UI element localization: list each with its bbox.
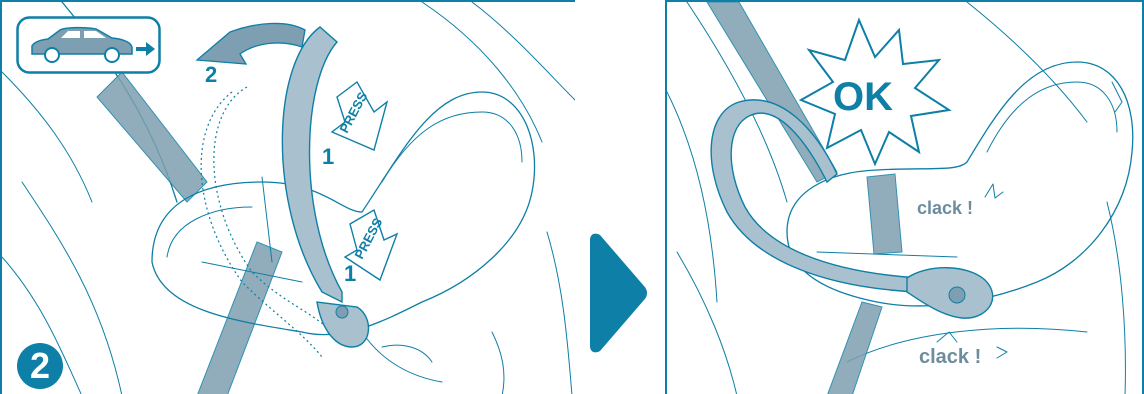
seat-line xyxy=(472,2,575,102)
seat-line xyxy=(2,72,92,202)
right-panel-step-ok: OK clack ! clack ! xyxy=(665,0,1144,394)
seat-line xyxy=(667,92,717,302)
rotate-step-number: 2 xyxy=(205,62,217,87)
ok-label: OK xyxy=(833,75,893,119)
play-triangle-icon xyxy=(584,232,650,354)
clack-spark-icon xyxy=(985,184,1003,198)
handle-lock-button xyxy=(949,287,965,303)
handle-release-button xyxy=(336,306,348,318)
clack-label-upper: clack ! xyxy=(917,198,973,218)
clack-spark-icon xyxy=(937,332,957,342)
clack-label-lower: clack ! xyxy=(919,346,981,368)
carrier-shell-detail xyxy=(167,207,252,257)
rotate-arrow-icon xyxy=(197,23,305,64)
carrier-canopy-detail xyxy=(987,82,1117,152)
hand-outline xyxy=(362,332,442,382)
press-step-number: 1 xyxy=(322,144,334,169)
seat-line xyxy=(677,252,737,394)
vehicle-belt xyxy=(827,302,882,394)
press-step-number: 1 xyxy=(344,261,356,286)
left-panel-step-press-and-rotate: 2 PRESS 1 PRESS 1 xyxy=(0,0,575,394)
vehicle-belt xyxy=(867,174,902,254)
seat-line xyxy=(1107,202,1125,394)
clack-spark-icon xyxy=(997,347,1007,358)
carrier-canopy-detail xyxy=(382,112,522,182)
seat-line xyxy=(547,232,572,394)
right-illustration: OK clack ! clack ! xyxy=(667,2,1144,394)
step-number-badge: 2 xyxy=(17,343,63,389)
vehicle-belt xyxy=(97,72,207,202)
seat-line xyxy=(492,332,504,394)
hand-outline xyxy=(382,345,432,362)
car-direction-icon xyxy=(16,16,161,74)
vehicle-belt xyxy=(197,242,282,394)
